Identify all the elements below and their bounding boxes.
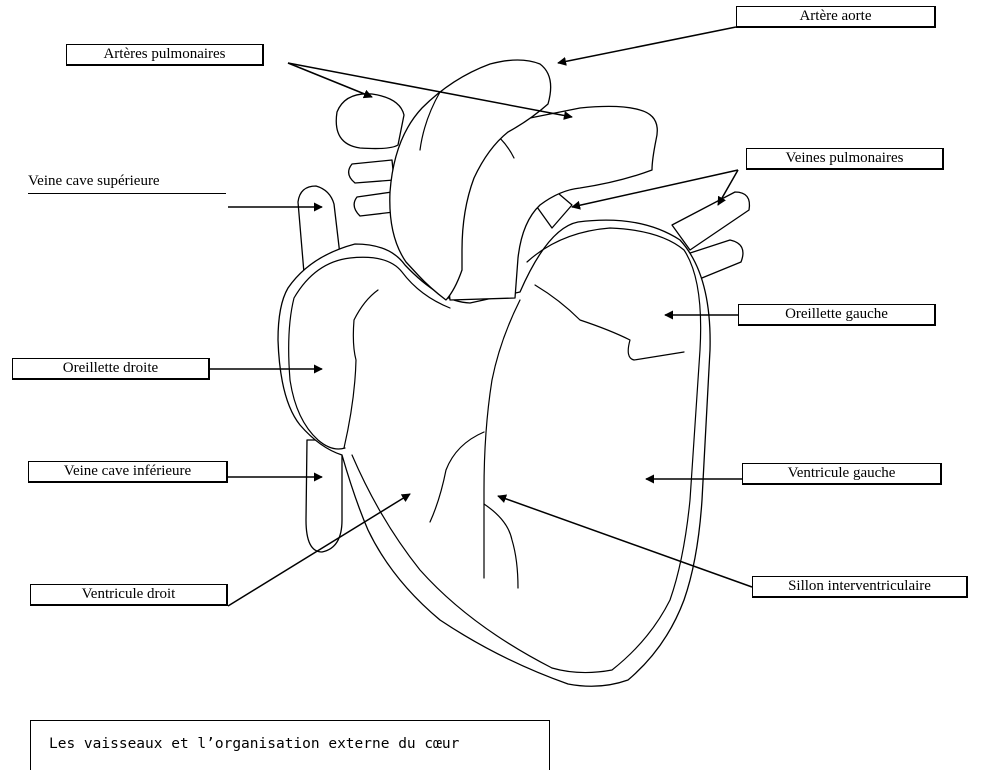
pulmonary-artery-stub-2 bbox=[354, 192, 394, 216]
label-oreillette-gauche: Oreillette gauche bbox=[738, 304, 936, 326]
arrow-arteres-pulmonaires-1 bbox=[288, 63, 372, 97]
pulmonary-artery-stub-1 bbox=[349, 160, 394, 183]
label-sillon-interventriculaire: Sillon interventriculaire bbox=[752, 576, 968, 598]
label-ventricule-gauche: Ventricule gauche bbox=[742, 463, 942, 485]
label-veines-pulmonaires: Veines pulmonaires bbox=[746, 148, 944, 170]
label-ventricule-droit: Ventricule droit bbox=[30, 584, 228, 606]
label-artere-aorte: Artère aorte bbox=[736, 6, 936, 28]
left-pulmonary-artery-branch bbox=[336, 94, 404, 149]
label-veine-cave-superieure: Veine cave supérieure bbox=[28, 172, 226, 194]
label-veine-cave-inferieure: Veine cave inférieure bbox=[28, 461, 228, 483]
inferior-vena-cava-shape bbox=[306, 440, 342, 552]
label-arteres-pulmonaires: Artères pulmonaires bbox=[66, 44, 264, 66]
arrow-artere-aorte bbox=[558, 27, 736, 63]
pulmonary-vein-1 bbox=[672, 192, 749, 250]
label-oreillette-droite: Oreillette droite bbox=[12, 358, 210, 380]
figure-caption: Les vaisseaux et l’organisation externe … bbox=[30, 720, 550, 770]
